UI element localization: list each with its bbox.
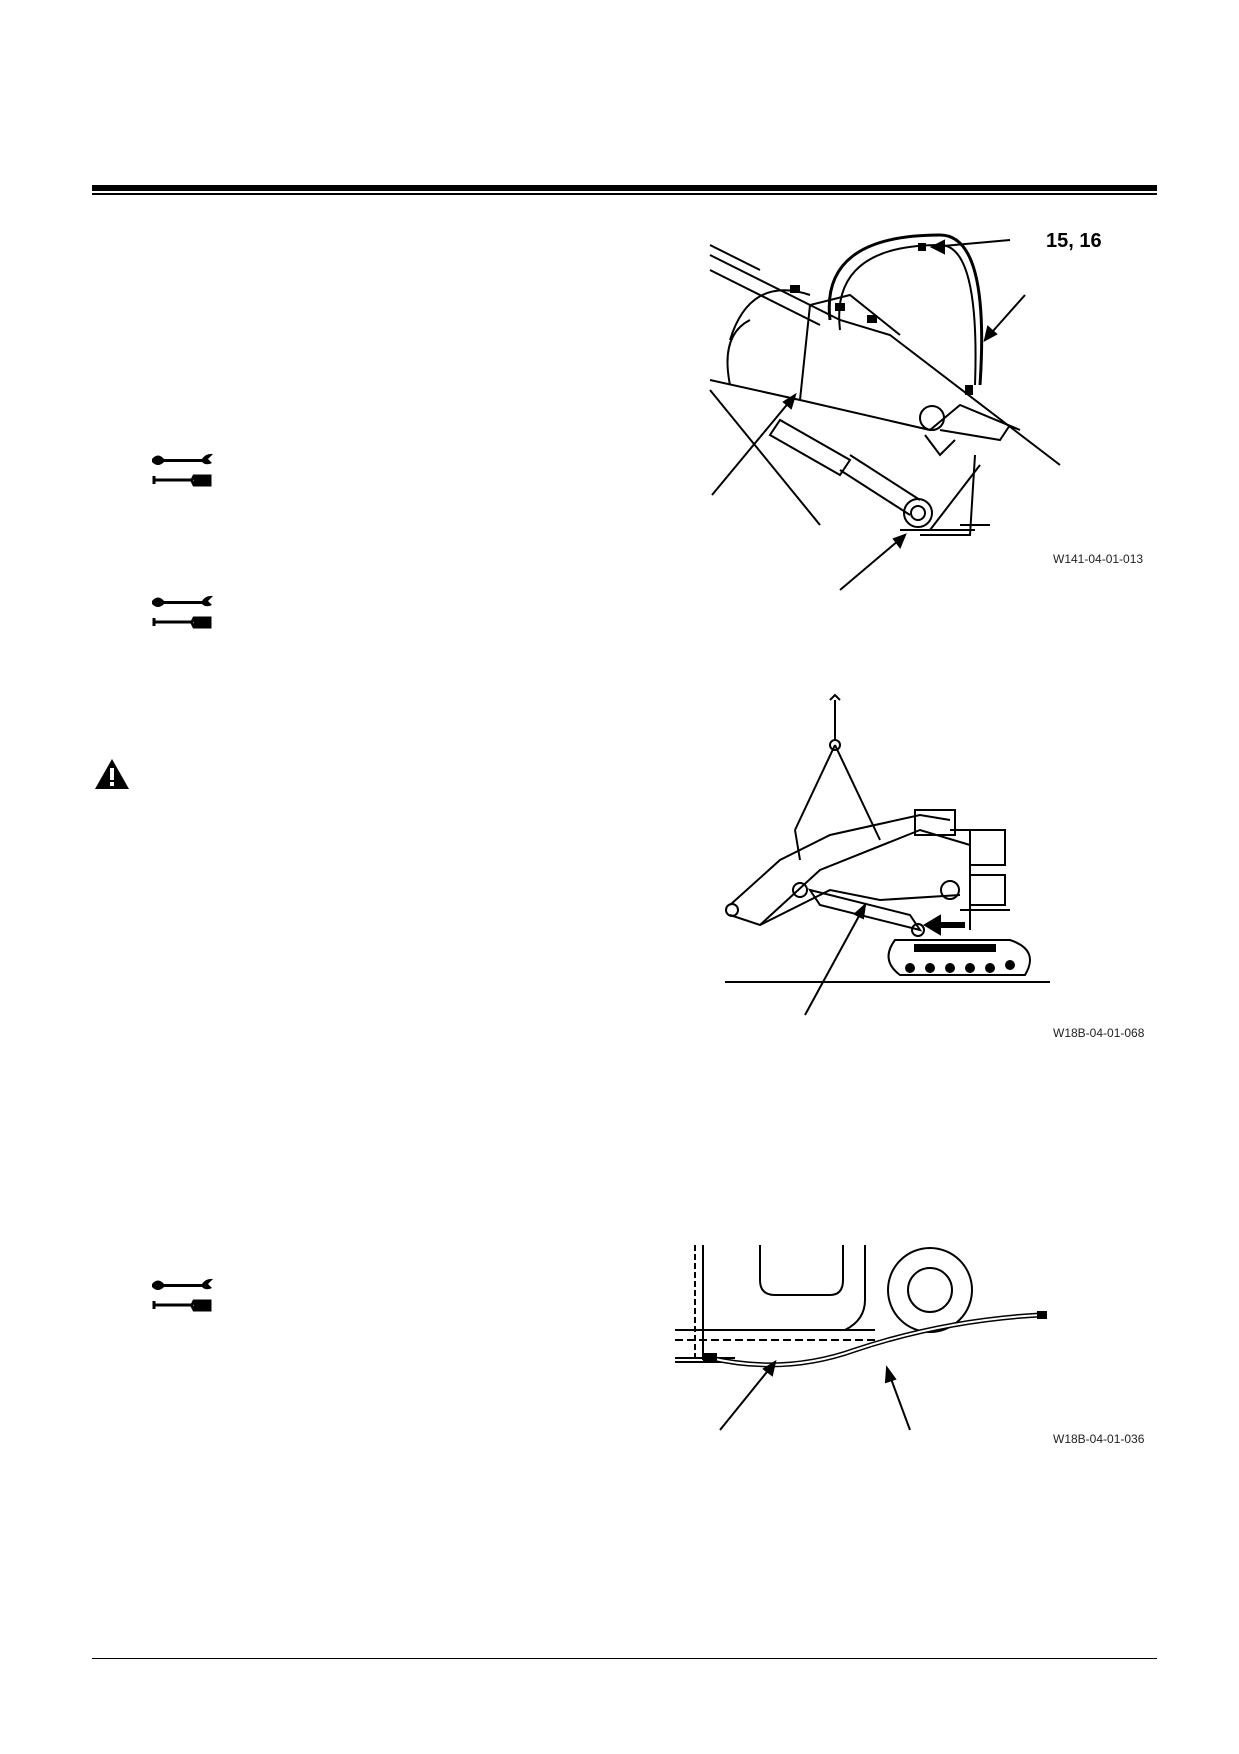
header-rule-thick bbox=[92, 185, 1157, 191]
wrench-icon bbox=[152, 595, 213, 629]
figure-caption: W18B-04-01-036 bbox=[1053, 1432, 1145, 1446]
figure-caption: W18B-04-01-068 bbox=[1053, 1026, 1145, 1040]
figure-boom-lifting bbox=[725, 693, 1050, 1016]
callout-label: 15, 16 bbox=[1046, 230, 1102, 252]
footer-rule bbox=[92, 1658, 1157, 1659]
header-rule-thin bbox=[92, 193, 1157, 195]
warning-triangle-icon bbox=[95, 759, 129, 789]
wrench-icon bbox=[152, 453, 213, 487]
figure-boom-hoses bbox=[709, 233, 1061, 591]
figure-hose-routing bbox=[675, 1245, 1047, 1431]
figure-caption: W141-04-01-013 bbox=[1053, 552, 1144, 566]
wrench-icon bbox=[152, 1278, 213, 1312]
